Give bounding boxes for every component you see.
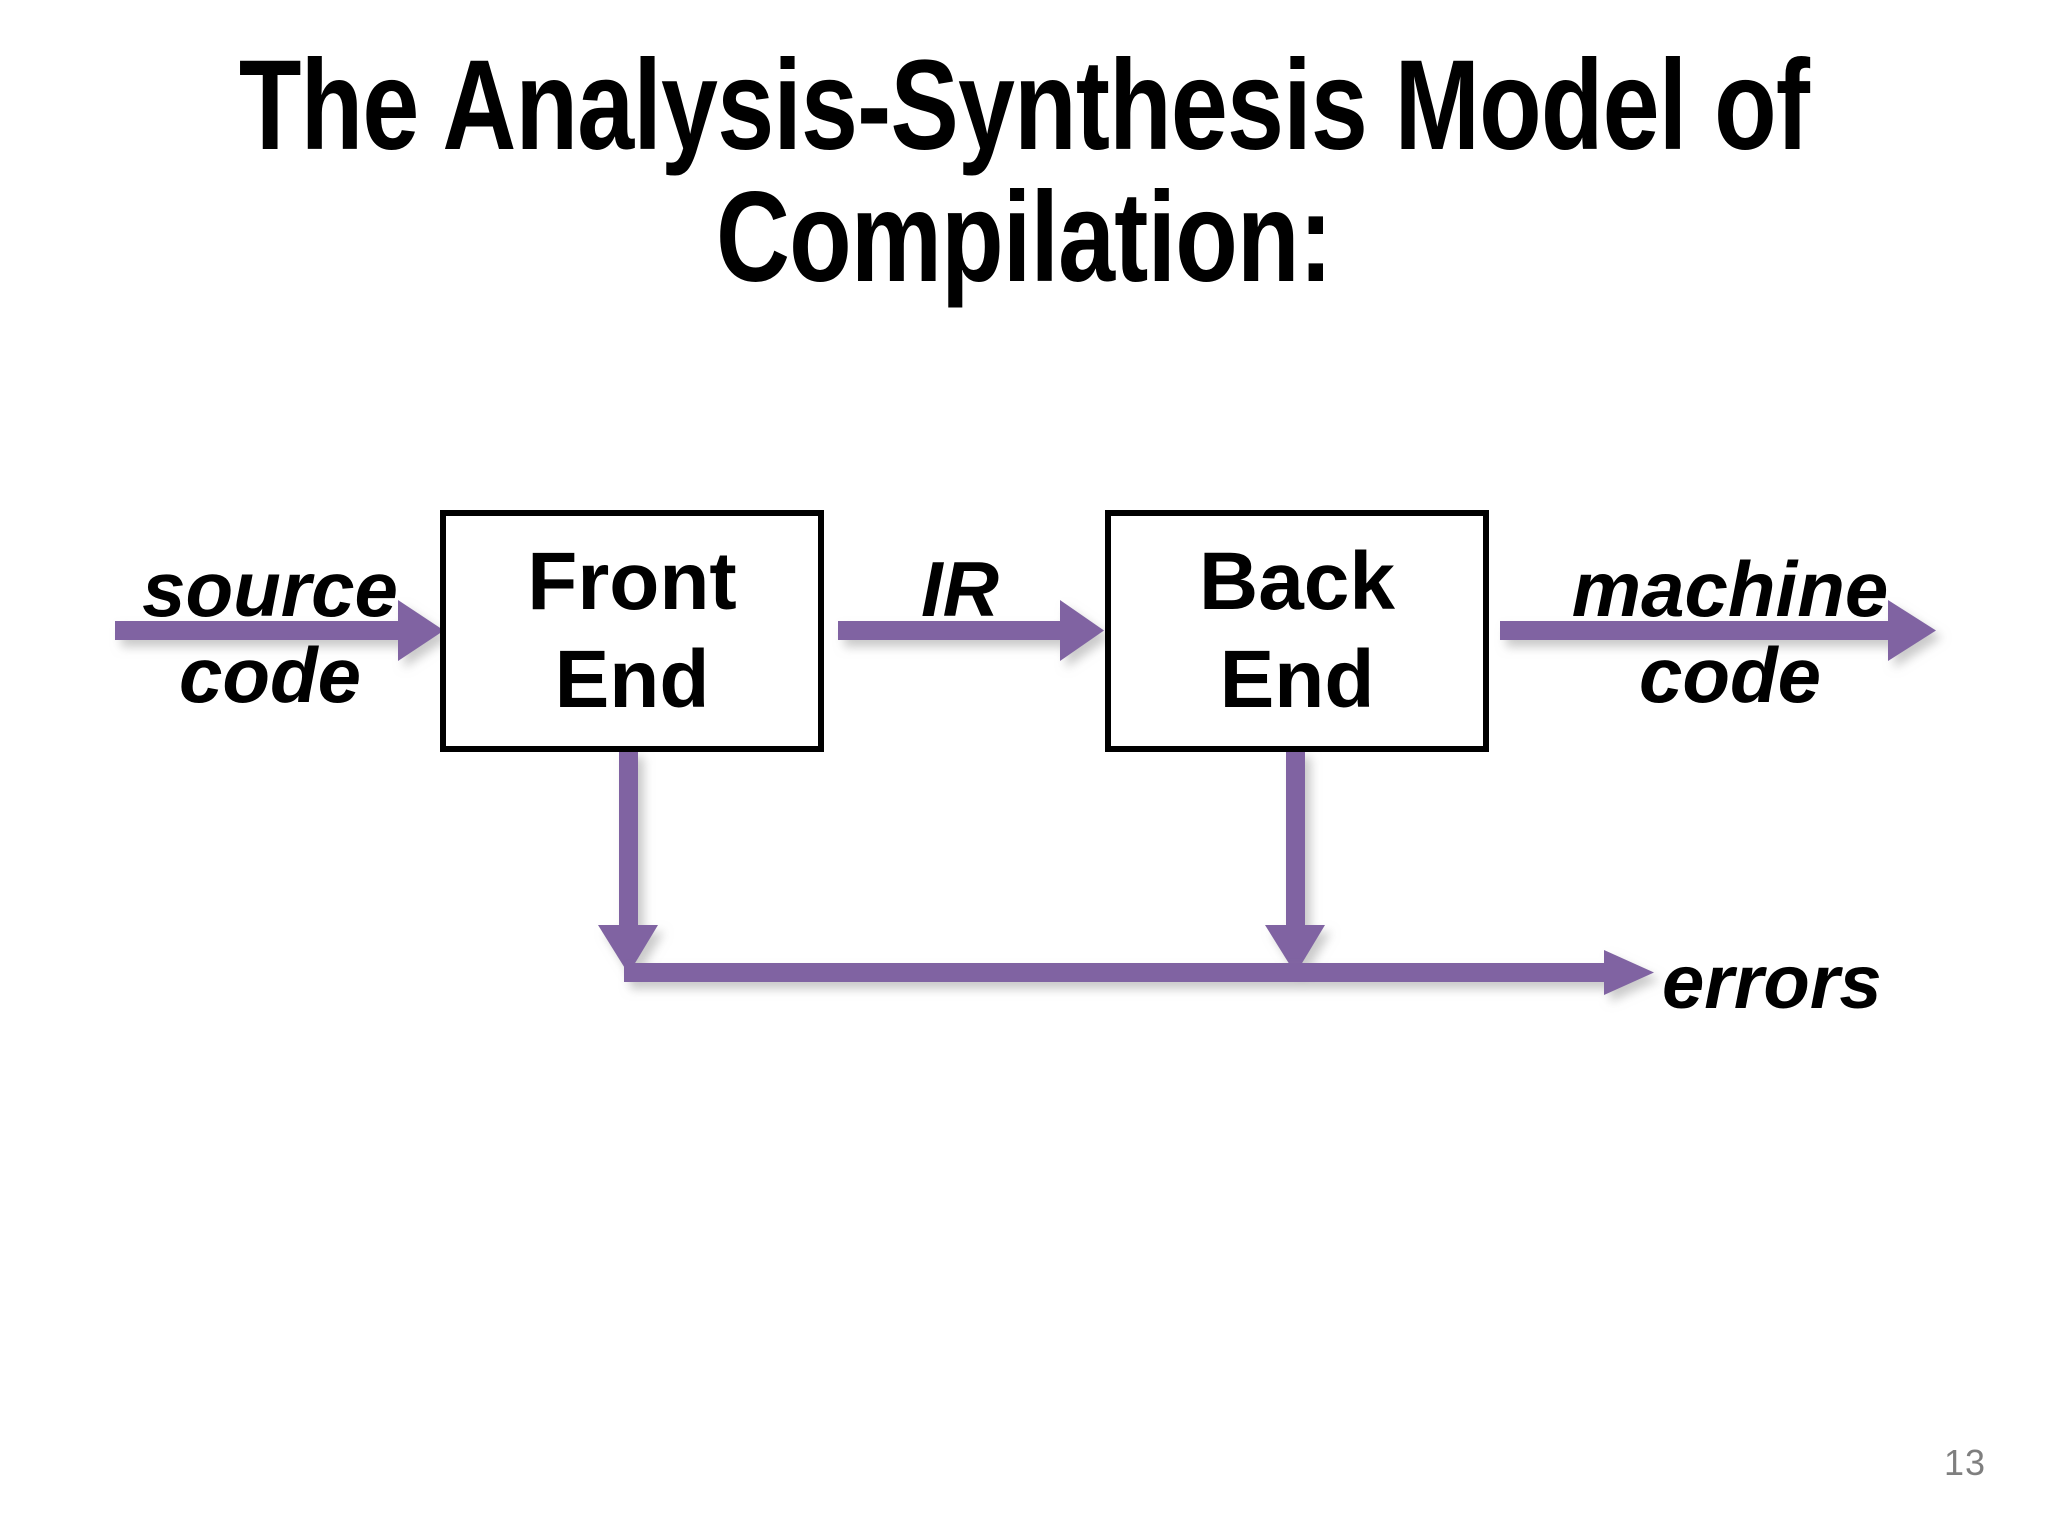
process-box-back-end[interactable]: Back End: [1105, 510, 1489, 752]
edge-label-source-code: source code: [100, 546, 440, 718]
box-front-end-line-2: End: [554, 634, 710, 725]
edge-label-ir: IR: [880, 546, 1040, 632]
edge-label-source-code-line-2: code: [178, 631, 362, 719]
edge-label-ir-text: IR: [921, 545, 999, 633]
edge-label-machine-code-line-1: machine: [1571, 545, 1889, 633]
process-box-front-end[interactable]: Front End: [440, 510, 824, 752]
page-number: 13: [1943, 1442, 1986, 1483]
arrow-errors-bus: [624, 950, 1654, 995]
box-back-end-line-1: Back: [1198, 536, 1396, 627]
arrow-back-end-to-errors: [1265, 750, 1325, 974]
box-front-end-line-1: Front: [527, 536, 737, 627]
arrow-front-end-to-back-end: [838, 600, 1104, 661]
edge-label-machine-code-line-2: code: [1638, 631, 1822, 719]
arrow-back-end-to-machine-code: [1500, 600, 1936, 661]
edge-label-machine-code: machine code: [1530, 546, 1930, 718]
arrow-source-to-front-end: [115, 600, 444, 661]
edge-label-errors: errors: [1662, 940, 1882, 1025]
box-back-end-line-2: End: [1219, 634, 1375, 725]
arrow-front-end-to-errors: [598, 750, 658, 974]
page-title: The Analysis-Synthesis Model of Compilat…: [238, 34, 1810, 309]
edge-label-source-code-line-1: source: [142, 545, 398, 633]
